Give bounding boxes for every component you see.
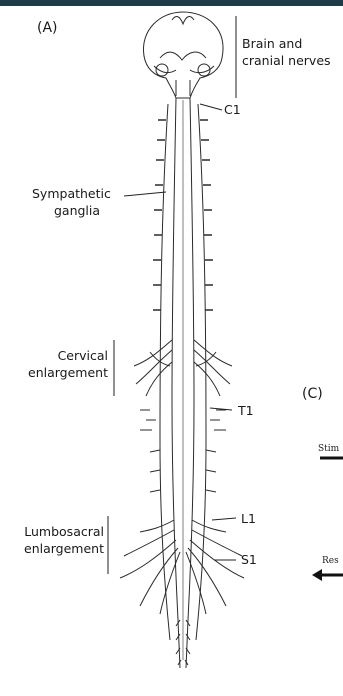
brain-label-2: cranial nerves [242, 53, 331, 69]
c1-label: C1 [224, 102, 241, 118]
spinal-cord-left [172, 98, 180, 668]
l1-label: L1 [241, 511, 256, 527]
symp-label-2: ganglia [32, 203, 122, 219]
lumbosacral-label: Lumbosacral [0, 524, 104, 540]
c1-leader [200, 104, 222, 110]
res-partial-label: Res [322, 556, 339, 566]
res-arrowhead [312, 569, 322, 581]
symp-leader [124, 192, 166, 196]
spinal-cord-right [186, 98, 194, 668]
stim-partial-label: Stim [318, 444, 339, 454]
cervical-label-2: enlargement [20, 365, 108, 381]
t1-label: T1 [238, 403, 254, 419]
brain-outline [143, 12, 223, 98]
cervical-label: Cervical [20, 348, 108, 364]
symp-label: Sympathetic [32, 186, 111, 202]
lumbosacral-label-2: enlargement [0, 541, 104, 557]
l1-leader [212, 518, 236, 520]
s1-label: S1 [241, 552, 257, 568]
brain-label: Brain and [242, 36, 302, 52]
panel-c-label: (C) [302, 386, 323, 404]
panel-a-label: (A) [37, 20, 58, 38]
lumbosacral-plexus [120, 520, 244, 614]
